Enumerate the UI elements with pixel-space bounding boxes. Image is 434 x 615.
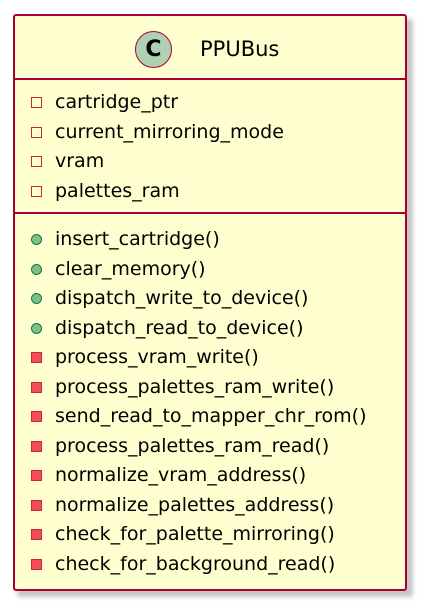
field-row: palettes_ram <box>15 177 405 206</box>
method-name: process_palettes_ram_write() <box>55 375 335 398</box>
method-row: dispatch_write_to_device() <box>15 284 405 313</box>
method-name: normalize_vram_address() <box>55 464 307 486</box>
fields-divider <box>15 212 405 214</box>
private-visibility-icon <box>31 558 42 570</box>
private-visibility-icon <box>31 470 42 481</box>
method-name: process_vram_write() <box>55 346 259 368</box>
method-row: process_palettes_ram_read() <box>15 432 405 461</box>
public-visibility-icon <box>31 263 42 275</box>
method-name: process_palettes_ram_read() <box>55 434 330 457</box>
private-visibility-icon <box>31 97 42 108</box>
method-name: dispatch_write_to_device() <box>55 287 309 309</box>
method-name: send_read_to_mapper_chr_rom() <box>55 405 367 427</box>
method-row: process_palettes_ram_write() <box>15 373 405 402</box>
field-name: current_mirroring_mode <box>55 120 284 143</box>
field-name: cartridge_ptr <box>55 91 179 113</box>
class-stereotype-letter: C <box>145 37 162 62</box>
method-row: check_for_palette_mirroring() <box>15 520 405 549</box>
public-visibility-icon <box>31 293 42 304</box>
method-row: clear_memory() <box>15 255 405 284</box>
private-visibility-icon <box>31 126 42 138</box>
private-visibility-icon <box>31 411 42 422</box>
method-row: dispatch_read_to_device() <box>15 314 405 343</box>
class-stereotype-icon: C <box>135 31 172 68</box>
method-name: dispatch_read_to_device() <box>55 316 304 339</box>
header-divider <box>15 78 405 80</box>
field-name: vram <box>55 150 105 172</box>
field-row: vram <box>15 147 405 176</box>
field-row: current_mirroring_mode <box>15 118 405 147</box>
method-name: check_for_background_read() <box>55 552 336 575</box>
method-name: check_for_palette_mirroring() <box>55 523 335 545</box>
method-row: normalize_vram_address() <box>15 461 405 490</box>
public-visibility-icon <box>31 322 42 334</box>
private-visibility-icon <box>31 440 42 452</box>
class-box-ppubus[interactable]: C PPUBus cartridge_ptr current_mirroring_… <box>13 14 407 591</box>
private-visibility-icon <box>31 381 42 393</box>
method-row: check_for_background_read() <box>15 550 405 579</box>
field-name: palettes_ram <box>55 179 180 202</box>
method-name: insert_cartridge() <box>55 228 220 250</box>
private-visibility-icon <box>31 156 42 167</box>
method-row: process_vram_write() <box>15 343 405 372</box>
field-row: cartridge_ptr <box>15 88 405 117</box>
method-row: normalize_palettes_address() <box>15 491 405 520</box>
method-row: insert_cartridge() <box>15 225 405 254</box>
private-visibility-icon <box>31 529 42 540</box>
class-name: PPUBus <box>200 37 280 61</box>
method-row: send_read_to_mapper_chr_rom() <box>15 402 405 431</box>
public-visibility-icon <box>31 234 42 245</box>
class-header: C PPUBus <box>15 16 405 78</box>
private-visibility-icon <box>31 352 42 363</box>
method-name: clear_memory() <box>55 257 206 280</box>
private-visibility-icon <box>31 185 42 197</box>
method-name: normalize_palettes_address() <box>55 493 335 516</box>
private-visibility-icon <box>31 499 42 511</box>
